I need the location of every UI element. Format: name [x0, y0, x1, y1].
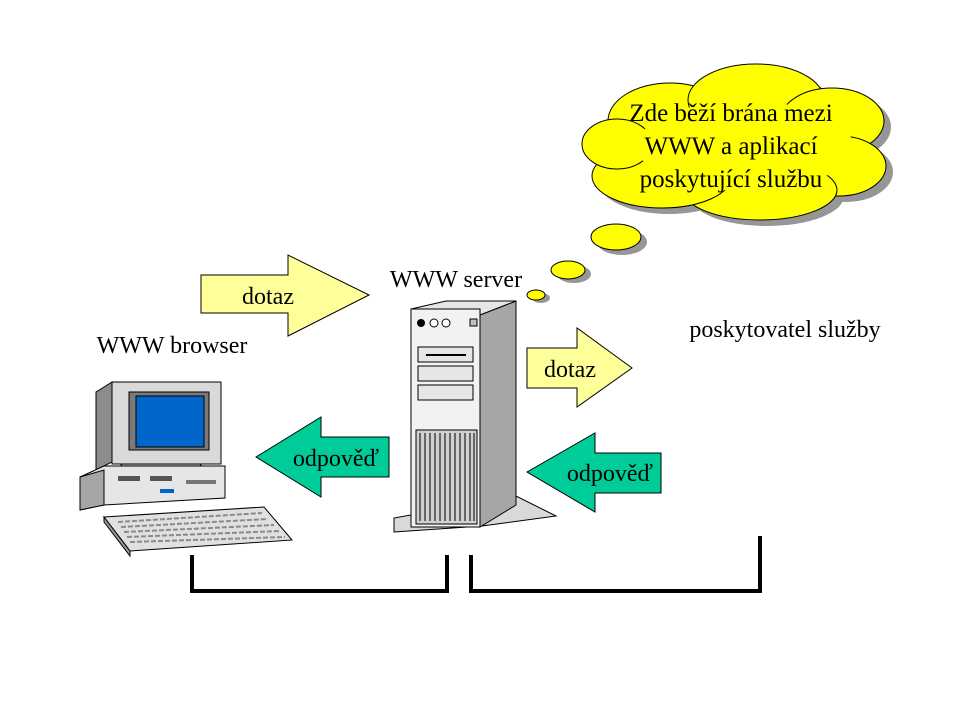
- arrow-response-to-browser: odpověď: [255, 416, 390, 498]
- cloud-line-2: WWW a aplikací: [644, 133, 817, 160]
- arrow-request-to-provider-label: dotaz: [544, 357, 596, 383]
- arrow-response-to-server-label: odpověď: [567, 461, 654, 487]
- arrow-request-to-server: dotaz: [200, 254, 371, 337]
- thought-cloud: Zde běží brána mezi WWW a aplikací posky…: [526, 63, 893, 303]
- desktop-computer-icon: [79, 381, 294, 558]
- network-line-server-provider: [469, 536, 762, 593]
- cloud-line-1: Zde běží brána mezi: [629, 100, 832, 127]
- arrow-request-to-provider: dotaz: [526, 327, 633, 408]
- network-line-browser-server: [190, 555, 449, 593]
- label-www-browser: WWW browser: [97, 333, 248, 359]
- monitor-screen: [135, 395, 205, 448]
- arrow-response-to-browser-label: odpověď: [293, 446, 380, 472]
- label-www-server: WWW server: [390, 267, 522, 293]
- tower-server-icon: [393, 300, 558, 533]
- arrow-response-to-server: odpověď: [526, 432, 662, 513]
- label-service-provider: poskytovatel služby: [689, 317, 880, 343]
- cloud-fill: [637, 101, 853, 191]
- cloud-bubbles: [526, 223, 642, 301]
- arrow-request-to-server-label: dotaz: [242, 284, 294, 310]
- cloud-line-3: poskytující službu: [640, 166, 823, 193]
- network-lines: [190, 536, 762, 593]
